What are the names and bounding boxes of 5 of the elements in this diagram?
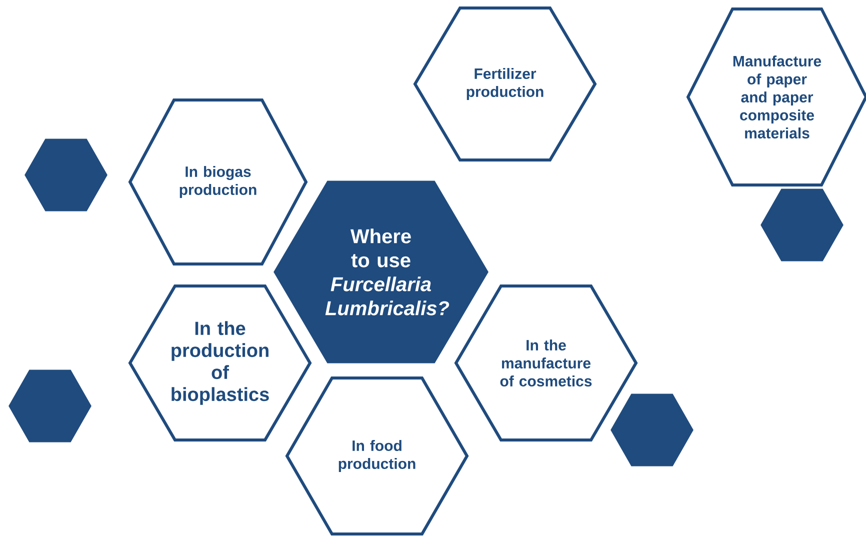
hexagon-shape	[760, 188, 844, 262]
hexagon-shape	[24, 138, 108, 212]
hexagon-shape	[8, 370, 92, 442]
hexagon-box: Where to use Furcellaria Lumbricalis?	[274, 180, 488, 364]
hexagon-shape	[610, 394, 694, 466]
